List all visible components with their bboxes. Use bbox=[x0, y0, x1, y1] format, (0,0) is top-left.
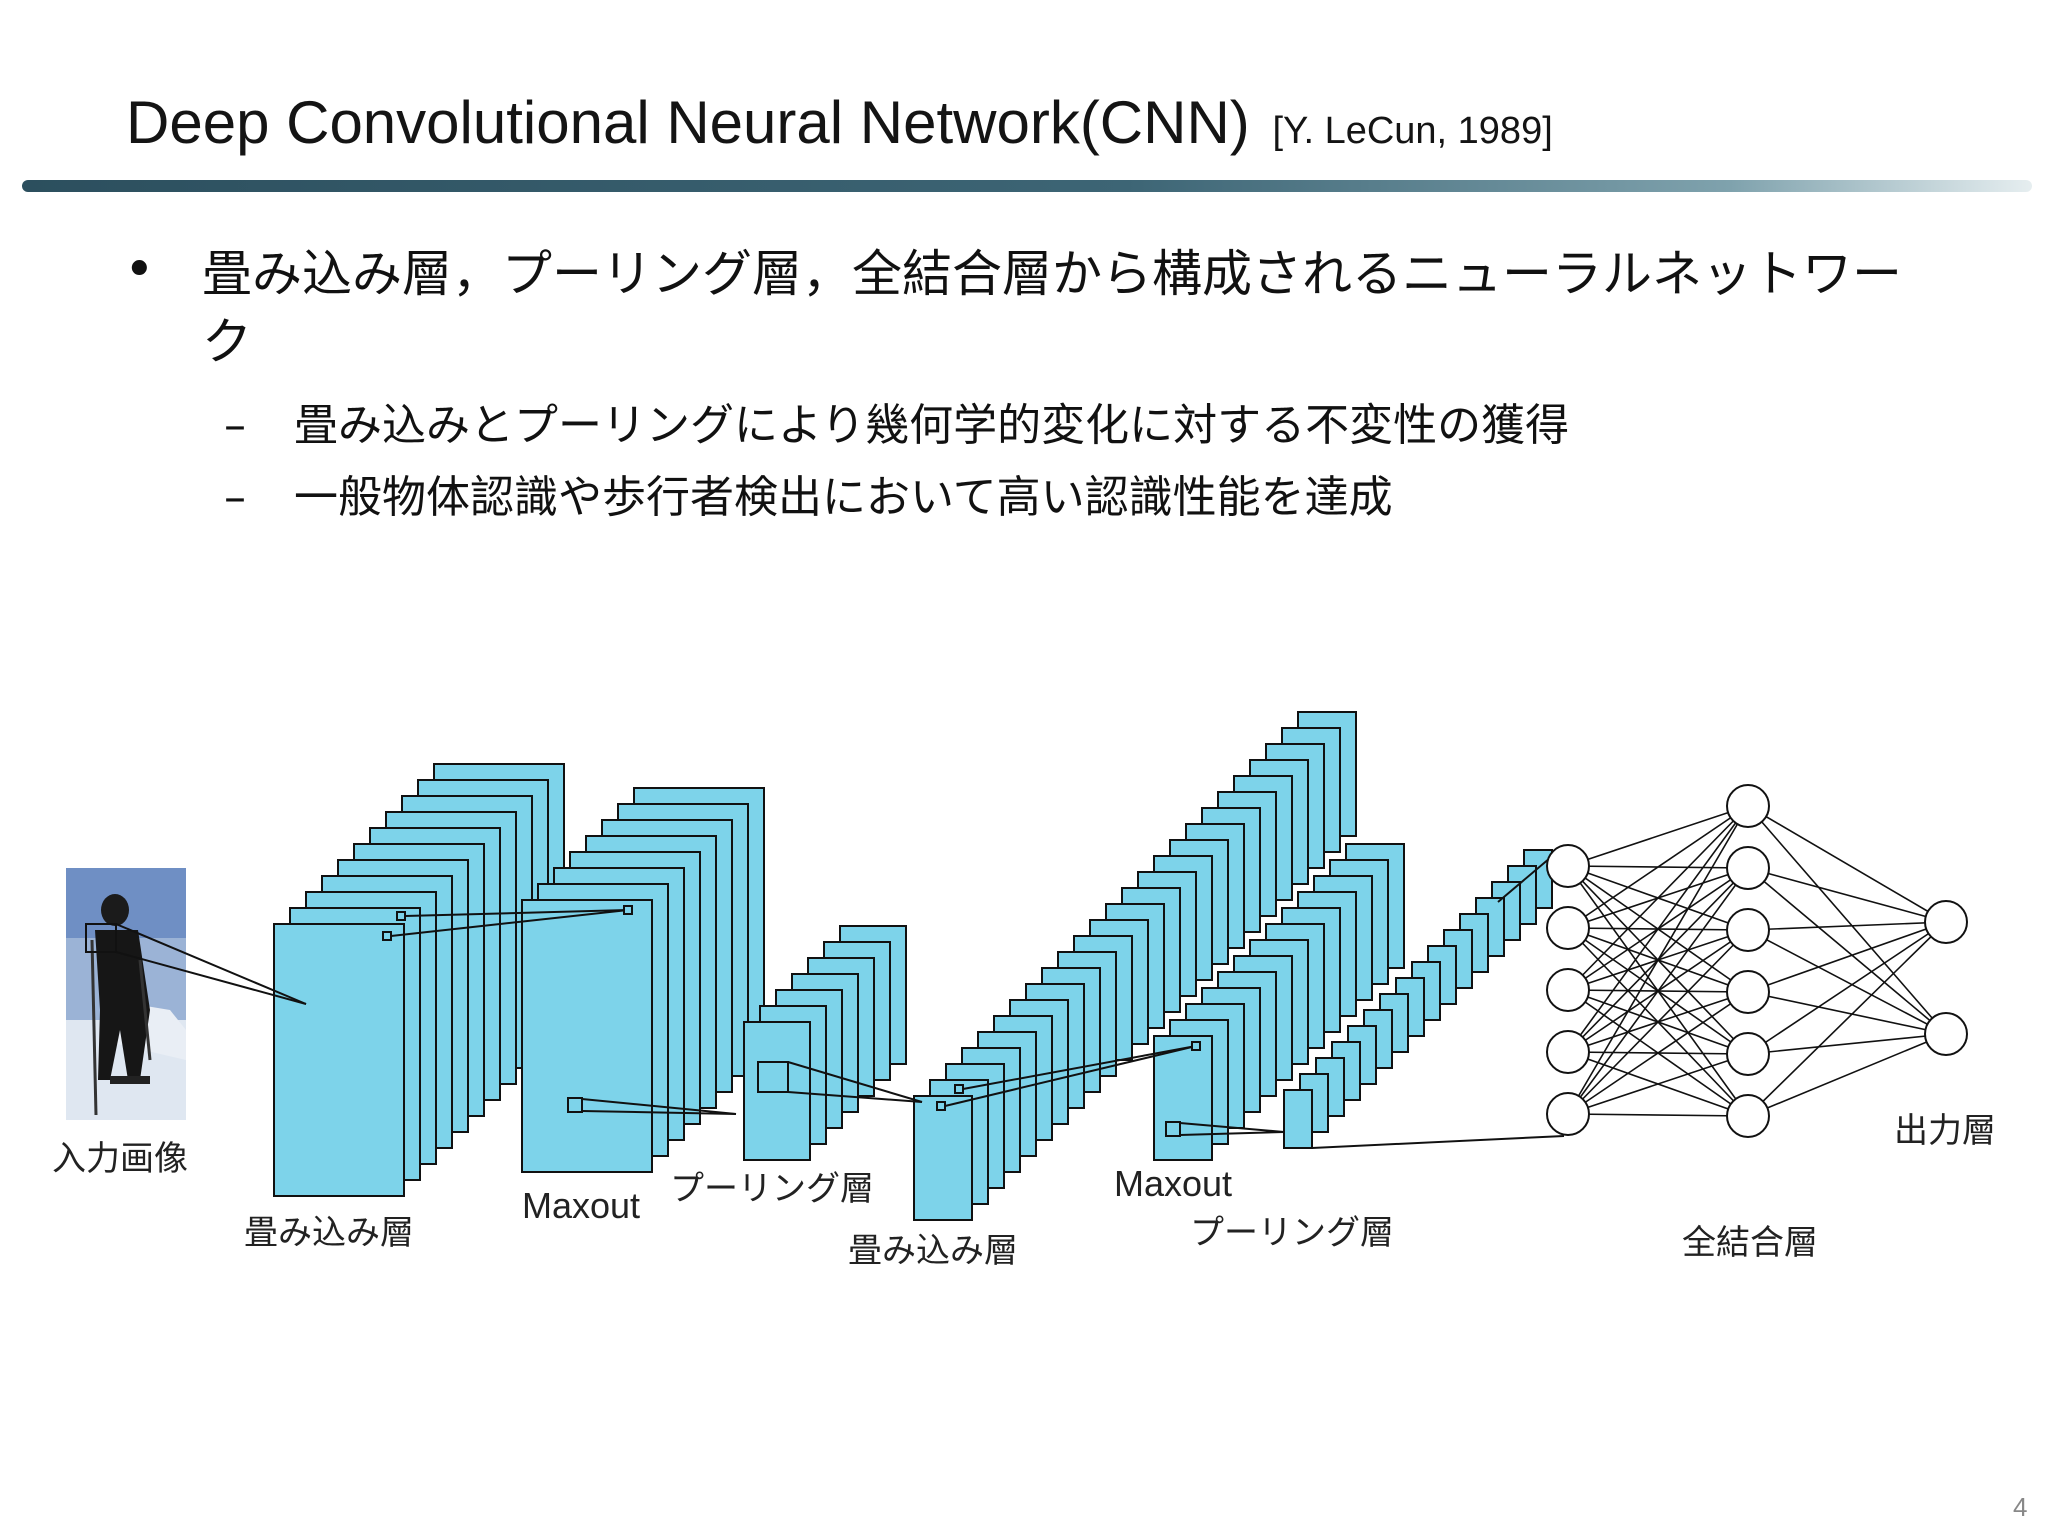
to-fc-line bbox=[1497, 857, 1551, 903]
feature-map bbox=[273, 923, 405, 1197]
kernel-box bbox=[757, 1061, 789, 1093]
connector-line bbox=[944, 1045, 1197, 1107]
title-text: Deep Convolutional Neural Network(CNN) bbox=[126, 89, 1250, 156]
fc-edge bbox=[1747, 921, 1947, 1055]
fc-edge bbox=[1747, 921, 1947, 1117]
connector-line bbox=[787, 1091, 923, 1103]
fc-hidden-node bbox=[1726, 784, 1770, 828]
to-fc-line bbox=[1311, 1135, 1565, 1149]
connector-line bbox=[115, 923, 307, 1005]
label-fc: 全結合層 bbox=[1682, 1223, 1818, 1263]
kernel-box bbox=[567, 1097, 583, 1113]
fc-hidden-node bbox=[1726, 846, 1770, 890]
fc-edge bbox=[1747, 805, 1947, 1035]
connector-lines bbox=[115, 857, 1565, 1149]
connector-line bbox=[115, 951, 307, 1005]
feature-map bbox=[913, 1095, 973, 1221]
label-maxout2: Maxout bbox=[1114, 1163, 1232, 1204]
label-conv2: 畳み込み層 bbox=[848, 1231, 1018, 1271]
fc-hidden-node bbox=[1726, 1094, 1770, 1138]
fc-edge bbox=[1747, 867, 1947, 923]
fc-edge bbox=[1567, 929, 1749, 1115]
stack-pool2 bbox=[1283, 849, 1553, 1149]
kernel-box bbox=[1191, 1041, 1201, 1051]
page-number: 4 bbox=[2013, 1492, 2028, 1522]
fc-edge bbox=[1747, 921, 1947, 931]
connector-line bbox=[390, 909, 629, 937]
stack-conv1 bbox=[273, 763, 565, 1197]
connector-line bbox=[581, 1098, 737, 1115]
fc-input-node bbox=[1546, 906, 1590, 950]
connector-line bbox=[962, 1045, 1197, 1090]
bullet-text: 畳み込み層，プーリング層，全結合層から構成されるニューラルネットワーク bbox=[202, 245, 1902, 371]
stack-conv2 bbox=[913, 711, 1357, 1221]
sub-item-2: –一般物体認識や歩行者検出において高い認識性能を達成 bbox=[224, 470, 1393, 526]
receptive-field-box bbox=[85, 923, 117, 953]
fully-connected-network bbox=[1546, 784, 1968, 1138]
fc-edge bbox=[1567, 805, 1749, 929]
connector-line bbox=[787, 1061, 923, 1103]
slide-title: Deep Convolutional Neural Network(CNN) [… bbox=[126, 88, 1553, 157]
fc-edge bbox=[1747, 1033, 1947, 1117]
connector-line bbox=[1179, 1131, 1285, 1136]
fc-output-node bbox=[1924, 900, 1968, 944]
label-maxout1: Maxout bbox=[522, 1185, 640, 1226]
label-conv1: 畳み込み層 bbox=[244, 1213, 414, 1253]
citation: [Y. LeCun, 1989] bbox=[1272, 110, 1553, 152]
input-image bbox=[66, 868, 186, 1120]
fc-edge bbox=[1567, 991, 1749, 1115]
fc-output-node bbox=[1924, 1012, 1968, 1056]
fc-input-node bbox=[1546, 968, 1590, 1012]
fc-hidden-node bbox=[1726, 970, 1770, 1014]
label-input-image: 入力画像 bbox=[52, 1139, 188, 1179]
fc-edge bbox=[1567, 805, 1749, 1115]
sub-item-text: 一般物体認識や歩行者検出において高い認識性能を達成 bbox=[294, 472, 1393, 523]
fc-input-node bbox=[1546, 1092, 1590, 1136]
kernel-box bbox=[396, 911, 406, 921]
fc-edge bbox=[1747, 867, 1947, 1035]
feature-map bbox=[521, 899, 653, 1173]
dash-marker: – bbox=[224, 400, 246, 451]
fc-edge bbox=[1747, 929, 1947, 1035]
fc-edge bbox=[1747, 805, 1947, 923]
fc-edge bbox=[1567, 805, 1749, 991]
feature-map-stacks bbox=[273, 711, 1553, 1221]
kernel-box bbox=[936, 1101, 946, 1111]
fc-input-node bbox=[1546, 1030, 1590, 1074]
fc-edge bbox=[1747, 921, 1947, 993]
label-output: 出力層 bbox=[1894, 1111, 1996, 1151]
label-pool2: プーリング層 bbox=[1190, 1213, 1394, 1253]
kernel-box bbox=[954, 1084, 964, 1094]
fc-edge bbox=[1567, 1113, 1749, 1117]
kernel-box bbox=[1165, 1121, 1181, 1137]
connector-line bbox=[581, 1110, 737, 1115]
fc-edge bbox=[1747, 1033, 1947, 1055]
fc-edge bbox=[1567, 1053, 1749, 1115]
stack-pool1 bbox=[743, 925, 907, 1161]
fc-hidden-node bbox=[1726, 1032, 1770, 1076]
fc-hidden-node bbox=[1726, 908, 1770, 952]
sub-item-text: 畳み込みとプーリングにより幾何学的変化に対する不変性の獲得 bbox=[294, 400, 1570, 451]
sub-item-1: –畳み込みとプーリングにより幾何学的変化に対する不変性の獲得 bbox=[224, 398, 1569, 454]
title-divider bbox=[22, 180, 2032, 192]
label-pool1: プーリング層 bbox=[670, 1169, 874, 1209]
fc-edge bbox=[1567, 805, 1749, 1053]
fc-edge bbox=[1747, 991, 1947, 1035]
dash-marker: – bbox=[224, 472, 246, 523]
fc-edge bbox=[1567, 867, 1749, 1115]
kernel-box bbox=[623, 905, 633, 915]
feature-map bbox=[1283, 1089, 1313, 1149]
connector-line bbox=[404, 909, 629, 917]
feature-map bbox=[1153, 1035, 1213, 1161]
connector-line bbox=[1179, 1122, 1285, 1133]
kernel-box bbox=[382, 931, 392, 941]
fc-edge bbox=[1567, 805, 1749, 867]
stack-maxout2 bbox=[1153, 843, 1405, 1161]
fc-input-node bbox=[1546, 844, 1590, 888]
bullet-marker: • bbox=[124, 240, 155, 300]
